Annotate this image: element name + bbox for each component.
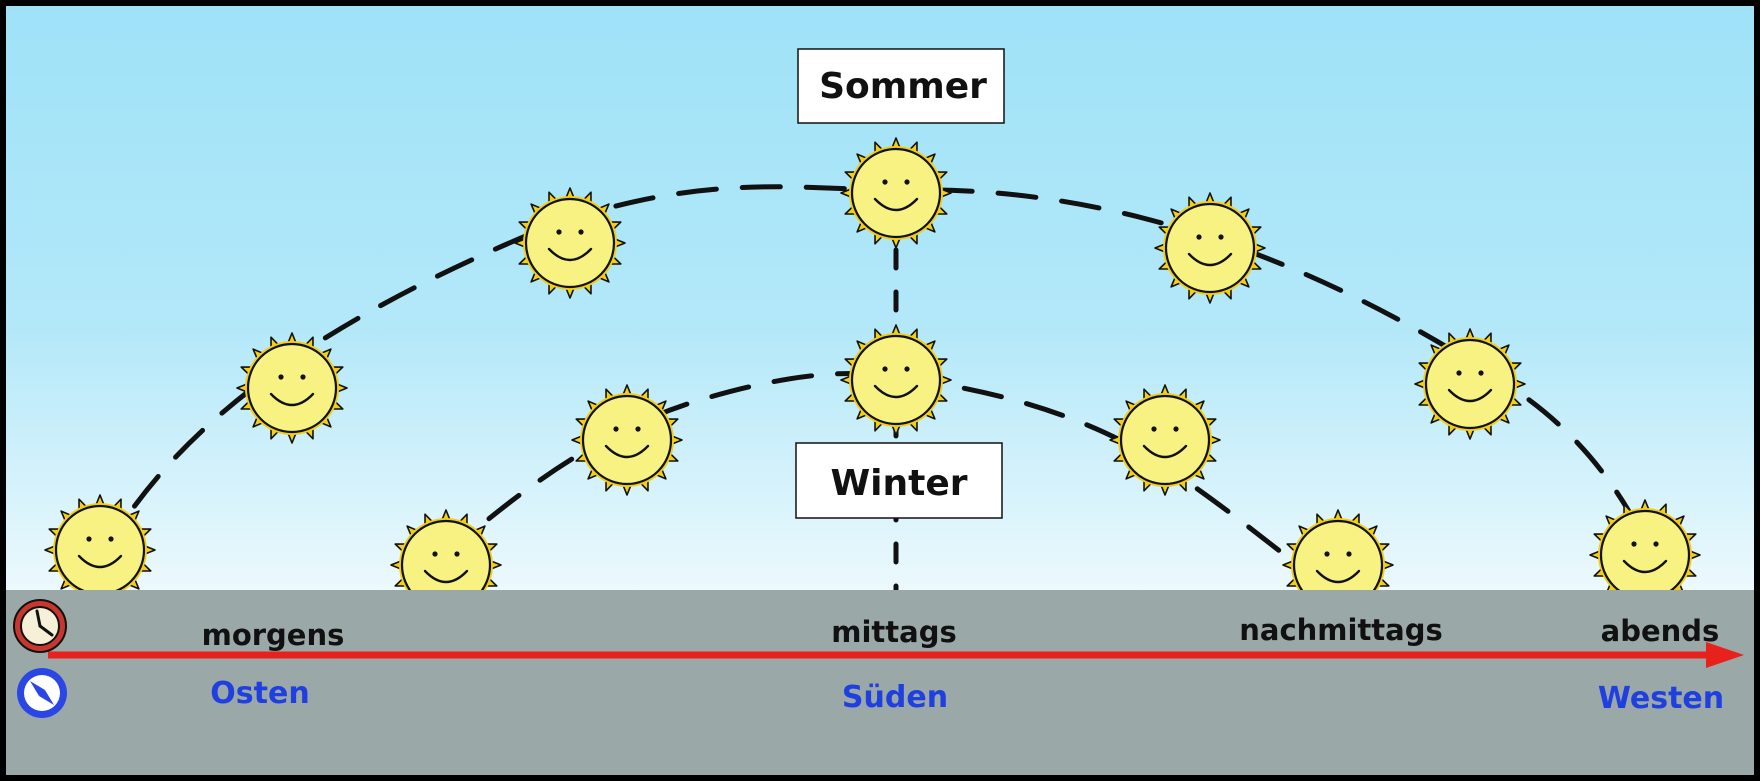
ground — [6, 590, 1754, 775]
direction-label-west: Westen — [1598, 681, 1724, 716]
winter-label: Winter — [830, 463, 967, 504]
direction-label-south: Süden — [842, 680, 948, 715]
sun-icon — [43, 493, 157, 590]
summer-label: Sommer — [819, 66, 987, 107]
sun-icon — [1413, 327, 1527, 441]
time-label-evening: abends — [1601, 614, 1720, 648]
sun-icon — [513, 186, 627, 300]
sun-icon — [1153, 191, 1267, 305]
time-arrow — [48, 642, 1744, 668]
sun-icon — [235, 331, 349, 445]
clock-icon — [13, 599, 67, 653]
summer-label-box: Sommer — [797, 48, 1005, 124]
time-label-afternoon: nachmittags — [1239, 613, 1443, 647]
time-label-noon: mittags — [831, 615, 956, 649]
direction-label-east: Osten — [210, 676, 309, 711]
time-label-morning: morgens — [202, 618, 345, 652]
compass-icon — [17, 668, 67, 718]
sun-icon — [570, 383, 684, 497]
sun-icon — [1108, 383, 1222, 497]
sun-icon — [839, 136, 953, 250]
winter-label-box: Winter — [795, 442, 1003, 519]
sun-icon — [839, 323, 953, 437]
